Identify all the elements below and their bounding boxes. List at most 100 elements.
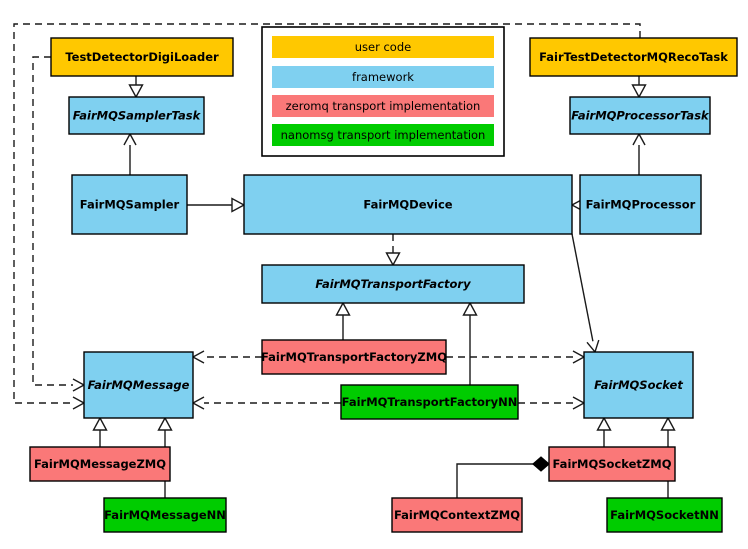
class-box-FairTestDetectorMQRecoTask[interactable]: FairTestDetectorMQRecoTask bbox=[529, 37, 738, 77]
open-arrowhead bbox=[632, 132, 646, 146]
class-box-FairMQProcessorTask[interactable]: FairMQProcessorTask bbox=[569, 96, 711, 135]
open-arrowhead bbox=[586, 339, 600, 354]
inheritance-arrowhead bbox=[335, 301, 351, 316]
edge-processor-to-processortask bbox=[632, 132, 646, 175]
class-name-label: FairMQProcessor bbox=[586, 198, 696, 212]
edge-recotask-to-processortask bbox=[631, 76, 647, 99]
class-box-shape bbox=[68, 96, 205, 135]
inheritance-arrowhead bbox=[128, 84, 144, 99]
class-box-shape bbox=[261, 264, 525, 304]
class-box-FairMQContextZMQ[interactable]: FairMQContextZMQ bbox=[391, 497, 523, 533]
class-name-label: FairMQSocketNN bbox=[610, 508, 719, 522]
class-box-shape bbox=[261, 339, 447, 375]
class-box-shape bbox=[391, 497, 523, 533]
edges-layer bbox=[13, 23, 676, 498]
open-arrowhead bbox=[572, 350, 586, 364]
class-name-label: FairMQTransportFactory bbox=[315, 277, 471, 291]
class-box-FairMQTransportFactoryZMQ[interactable]: FairMQTransportFactoryZMQ bbox=[261, 339, 447, 375]
open-arrowhead bbox=[72, 396, 86, 410]
class-name-label: FairMQSocketZMQ bbox=[553, 457, 672, 471]
inheritance-arrowhead bbox=[92, 416, 108, 431]
class-box-shape bbox=[579, 174, 702, 235]
class-box-FairMQProcessor[interactable]: FairMQProcessor bbox=[579, 174, 702, 235]
inheritance-arrowhead bbox=[231, 197, 246, 213]
class-box-FairMQSampler[interactable]: FairMQSampler bbox=[71, 174, 188, 235]
legend-label: nanomsg transport implementation bbox=[281, 128, 486, 142]
class-name-label: FairMQDevice bbox=[363, 198, 452, 212]
class-box-TestDetectorDigiLoader[interactable]: TestDetectorDigiLoader bbox=[50, 37, 234, 77]
open-arrowhead bbox=[123, 132, 137, 146]
class-box-FairMQDevice[interactable]: FairMQDevice bbox=[243, 174, 573, 235]
edge-sampler-to-device bbox=[187, 197, 246, 213]
class-name-label: FairMQMessageNN bbox=[104, 508, 226, 522]
edge-transportfactorynn-to-message bbox=[191, 396, 341, 410]
legend-item-0: user code bbox=[272, 36, 494, 58]
nodes-layer: TestDetectorDigiLoader FairTestDetectorMQ… bbox=[29, 37, 738, 533]
class-box-FairMQMessageZMQ[interactable]: FairMQMessageZMQ bbox=[29, 446, 171, 482]
class-name-label: TestDetectorDigiLoader bbox=[65, 50, 219, 64]
class-name-label: FairMQSampler bbox=[80, 198, 180, 212]
legend-item-2: zeromq transport implementation bbox=[272, 95, 494, 117]
class-box-shape bbox=[548, 446, 676, 482]
class-box-FairMQSocketNN[interactable]: FairMQSocketNN bbox=[606, 497, 723, 533]
class-box-shape bbox=[583, 351, 694, 419]
legend-swatch bbox=[272, 66, 494, 88]
legend-swatch bbox=[272, 95, 494, 117]
class-box-shape bbox=[103, 497, 227, 533]
edge-digiloader-to-samplertask bbox=[128, 76, 144, 99]
legend-item-3: nanomsg transport implementation bbox=[272, 124, 494, 146]
inheritance-arrowhead bbox=[385, 252, 401, 267]
class-box-FairMQTransportFactory[interactable]: FairMQTransportFactory bbox=[261, 264, 525, 304]
class-name-label: FairMQProcessorTask bbox=[571, 109, 710, 123]
class-name-label: FairTestDetectorMQRecoTask bbox=[539, 50, 728, 64]
class-box-FairMQTransportFactoryNN[interactable]: FairMQTransportFactoryNN bbox=[340, 384, 519, 420]
inheritance-arrowhead bbox=[157, 416, 173, 431]
edge-device-to-socket bbox=[571, 233, 600, 354]
legend-item-1: framework bbox=[272, 66, 494, 88]
edge-device-to-transportfactory bbox=[385, 234, 401, 267]
class-box-FairMQSocket[interactable]: FairMQSocket bbox=[583, 351, 694, 419]
class-box-shape bbox=[606, 497, 723, 533]
edge-sampler-to-samplertask bbox=[123, 132, 137, 175]
class-box-FairMQMessage[interactable]: FairMQMessage bbox=[83, 351, 194, 419]
edge-transportfactorynn-to-socket bbox=[518, 396, 586, 410]
edge-transportfactoryzmq-to-transportfactory bbox=[335, 301, 351, 340]
legend-layer: user code framework zeromq transport imple… bbox=[261, 26, 505, 157]
class-name-label: FairMQContextZMQ bbox=[394, 508, 520, 522]
class-box-shape bbox=[83, 351, 194, 419]
inheritance-arrowhead bbox=[660, 416, 676, 431]
class-box-shape bbox=[569, 96, 711, 135]
class-name-label: FairMQMessage bbox=[88, 378, 190, 392]
inheritance-arrowhead bbox=[631, 84, 647, 99]
class-box-FairMQSocketZMQ[interactable]: FairMQSocketZMQ bbox=[548, 446, 676, 482]
class-box-shape bbox=[243, 174, 573, 235]
edge-socketzmq-to-socket bbox=[596, 416, 612, 447]
edge-transportfactoryzmq-to-socket bbox=[446, 350, 586, 364]
class-name-label: FairMQSamplerTask bbox=[73, 109, 202, 123]
class-name-label: FairMQSocket bbox=[594, 378, 683, 392]
legend-label: zeromq transport implementation bbox=[286, 99, 481, 113]
edge-messagezmq-to-message bbox=[92, 416, 108, 447]
class-name-label: FairMQTransportFactoryZMQ bbox=[261, 350, 447, 364]
class-box-shape bbox=[50, 37, 234, 77]
inheritance-arrowhead bbox=[596, 416, 612, 431]
class-box-FairMQMessageNN[interactable]: FairMQMessageNN bbox=[103, 497, 227, 533]
class-box-FairMQSamplerTask[interactable]: FairMQSamplerTask bbox=[68, 96, 205, 135]
class-name-label: FairMQMessageZMQ bbox=[34, 457, 166, 471]
class-box-shape bbox=[71, 174, 188, 235]
legend-label: framework bbox=[352, 70, 414, 84]
class-box-shape bbox=[29, 446, 171, 482]
composition-diamond bbox=[532, 456, 550, 472]
class-box-shape bbox=[340, 384, 519, 420]
open-arrowhead bbox=[72, 378, 86, 392]
edge-transportfactoryzmq-to-message bbox=[191, 350, 262, 364]
open-arrowhead bbox=[191, 396, 205, 410]
inheritance-arrowhead bbox=[462, 301, 478, 316]
open-arrowhead bbox=[191, 350, 205, 364]
edge-transportfactorynn-to-transportfactory bbox=[462, 301, 478, 385]
edge-socketzmq-composition-contextzmq bbox=[456, 456, 550, 498]
legend-swatch bbox=[272, 124, 494, 146]
class-name-label: FairMQTransportFactoryNN bbox=[342, 395, 518, 409]
